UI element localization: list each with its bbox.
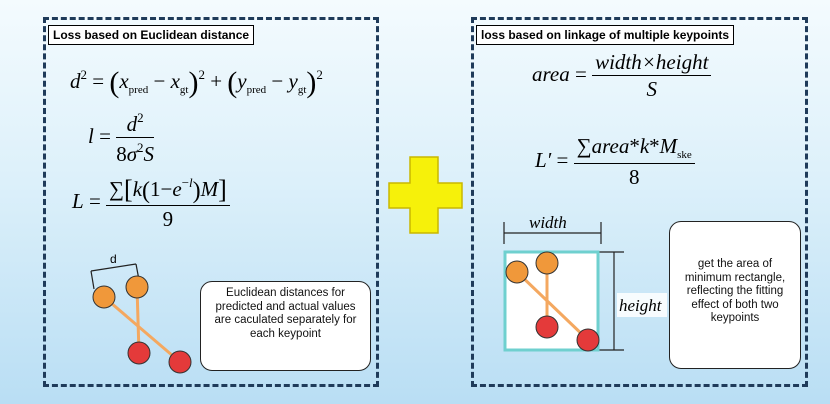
right-actual-keypoint-2 [576,328,600,352]
right-link-line-a [515,270,590,342]
actual-keypoint-1 [127,341,151,365]
linkage-callout: get the area of minimum rectangle, refle… [669,221,801,369]
distance-tick-left [90,270,95,290]
width-label: width [529,213,567,232]
formula-L: L = ∑[k(1−e−l)M]9 [72,176,230,230]
euclidean-callout: Euclidean distances for predicted and ac… [200,281,371,371]
formula-distance-squared: d2 = (xpred − xgt)2 + (ypred − ygt)2 [70,66,323,99]
predicted-keypoint-2 [125,275,149,299]
euclidean-panel-title: Loss based on Euclidean distance [48,25,255,45]
linkage-panel-title: loss based on linkage of multiple keypoi… [476,25,735,45]
plus-shape [388,156,463,234]
right-predicted-keypoint-1 [505,260,529,284]
euclidean-loss-panel: Loss based on Euclidean distance [43,17,379,387]
right-predicted-keypoint-2 [535,251,559,275]
height-label: height [619,296,663,315]
height-label-bg [617,293,667,317]
linkage-loss-panel: loss based on linkage of multiple keypoi… [471,17,808,387]
actual-keypoint-2 [168,350,192,374]
distance-bracket [90,263,137,272]
distance-label: d [110,252,117,266]
link-line-a [103,295,181,364]
right-actual-keypoint-1 [535,315,559,339]
predicted-keypoint-1 [92,285,116,309]
